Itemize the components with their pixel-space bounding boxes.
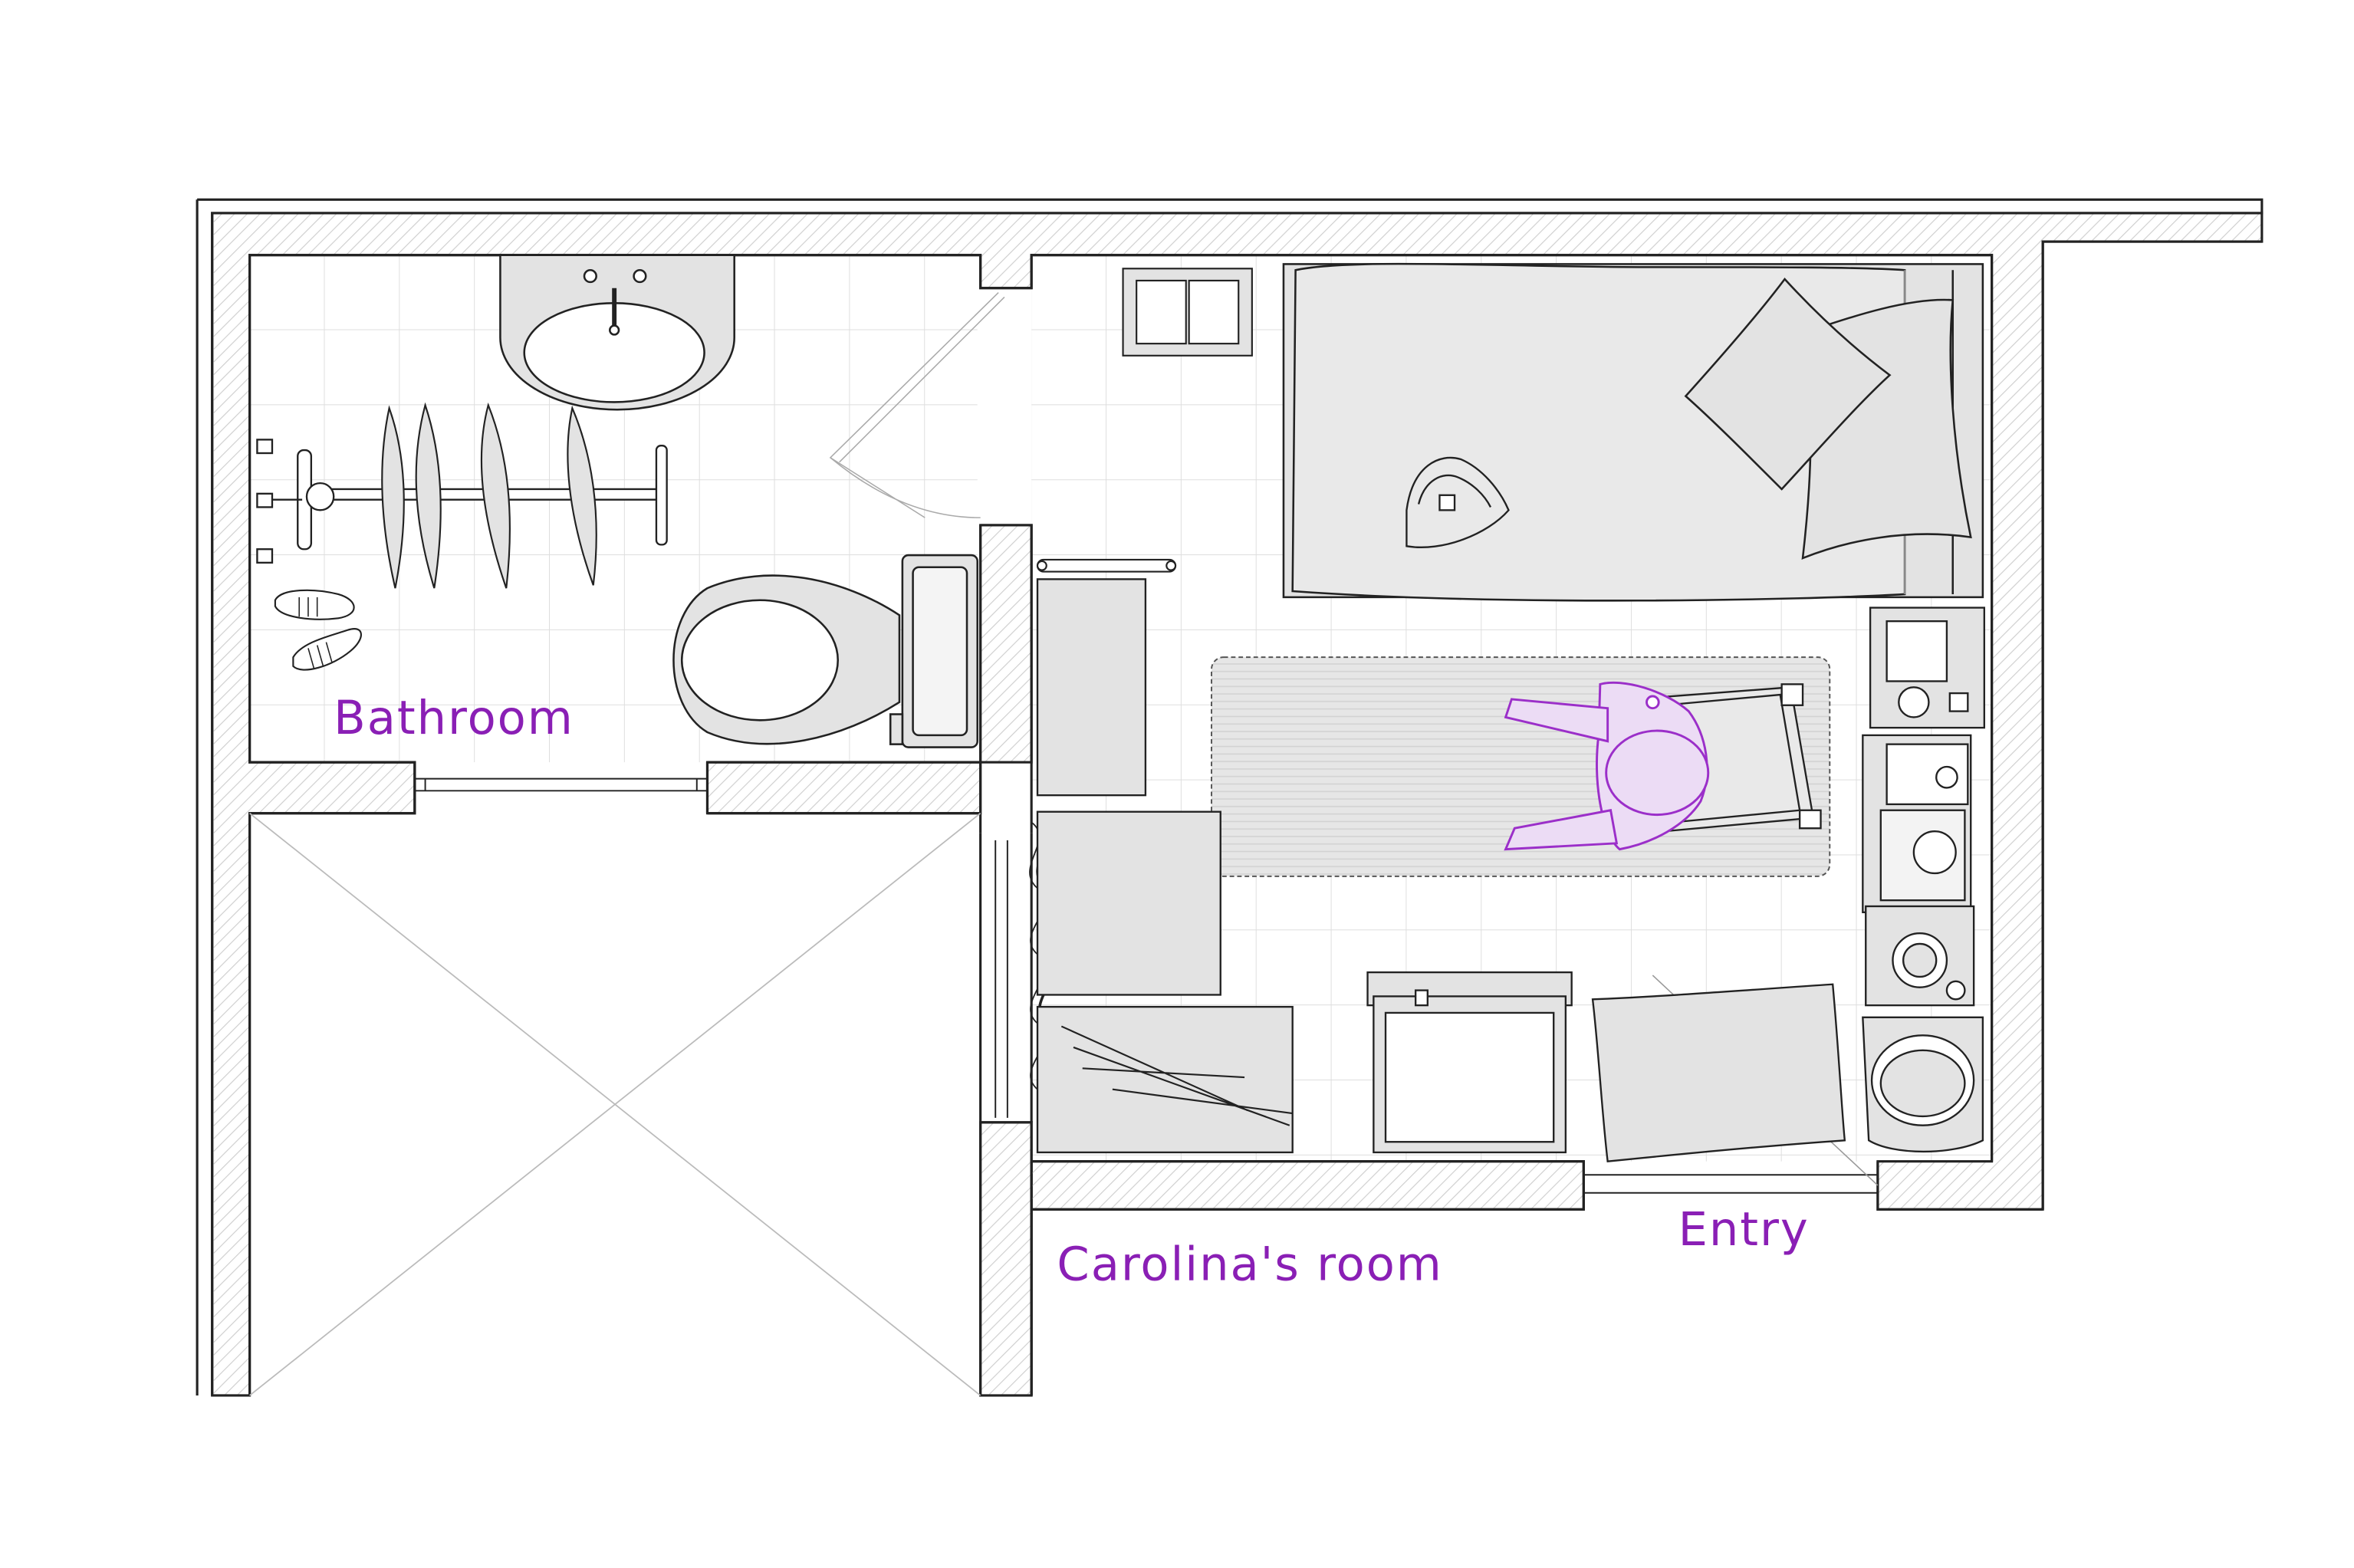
open-void [249,812,981,1396]
side-mat [1036,578,1147,797]
kitchenette [1862,606,1986,1153]
boxes-stack [1036,810,1294,1154]
sink [499,254,735,411]
bathroom-window [414,777,708,792]
wall-outlet [1122,268,1253,357]
walls [196,198,2264,1397]
label-bathroom: Bathroom [334,692,574,745]
towel-bar-wall [1036,558,1177,573]
label-entry: Entry [1678,1203,1810,1257]
person-figure [1504,681,1710,851]
handbag [1405,456,1510,548]
nightstand [1366,971,1573,1154]
hanging-towels [381,402,597,589]
toilet [672,554,978,748]
floor-cushion [1591,983,1846,1162]
label-room: Carolina's room [1057,1238,1442,1291]
pillows [1684,278,1972,560]
sliding-partition[interactable] [995,840,1008,1118]
slippers [274,589,362,671]
bathroom-door[interactable] [829,292,1005,518]
